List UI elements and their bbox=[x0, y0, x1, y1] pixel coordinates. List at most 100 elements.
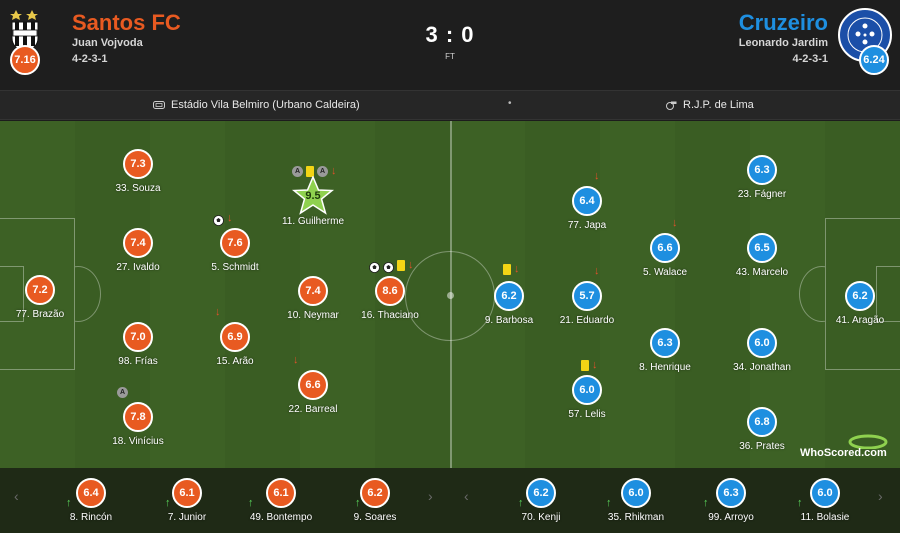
player-rating: 6.0 bbox=[572, 375, 602, 405]
player-rating: 6.3 bbox=[747, 155, 777, 185]
match-info-bar: Estádio Vila Belmiro (Urbano Caldeira) •… bbox=[0, 90, 900, 120]
away-team-name[interactable]: Cruzeiro bbox=[738, 10, 828, 35]
whoscored-brand: WhoScored bbox=[800, 447, 862, 459]
player-guilherme[interactable]: 9.5 11. Guilherme bbox=[263, 176, 363, 227]
away-goal-area bbox=[876, 266, 900, 322]
player-japa[interactable]: 6.4 77. Japa bbox=[537, 186, 637, 231]
player-prates[interactable]: 6.8 36. Prates bbox=[712, 407, 812, 452]
player-neymar[interactable]: 7.4 10. Neymar bbox=[263, 276, 363, 321]
player-walace[interactable]: 6.6 5. Walace bbox=[615, 233, 715, 278]
match-header: 7.16 Santos FC Juan Vojvoda 4-2-3-1 3 : … bbox=[0, 0, 900, 90]
player-thaciano[interactable]: 8.6 16. Thaciano bbox=[340, 276, 440, 321]
home-team-rating: 7.16 bbox=[10, 45, 40, 75]
away-formation: 4-2-3-1 bbox=[792, 53, 828, 65]
player-name: 49. Bontempo bbox=[249, 512, 313, 523]
player-rating: 6.8 bbox=[747, 407, 777, 437]
player-name: 34. Jonathan bbox=[733, 362, 791, 373]
player-vinicius[interactable]: 7.8 18. Vinícius bbox=[88, 402, 188, 447]
away-team-rating: 6.24 bbox=[859, 45, 889, 75]
player-events: A A ↓ bbox=[292, 166, 337, 177]
home-manager: Juan Vojvoda bbox=[72, 37, 143, 49]
sub-rhikman[interactable]: 6.0 35. Rhikman bbox=[591, 478, 681, 523]
sub-bontempo[interactable]: 6.1 49. Bontempo bbox=[236, 478, 326, 523]
player-name: 70. Kenji bbox=[521, 512, 561, 523]
player-events: ↓ bbox=[369, 259, 414, 273]
sub-on-icon: ↑ bbox=[248, 497, 254, 509]
player-events: ↓ bbox=[672, 218, 678, 229]
player-brazao[interactable]: 7.2 77. Brazão bbox=[0, 275, 90, 320]
player-name: 23. Fágner bbox=[737, 189, 787, 200]
santos-crest-icon[interactable] bbox=[10, 8, 40, 53]
goal-ball-icon bbox=[383, 260, 394, 273]
player-rating: 6.2 bbox=[494, 281, 524, 311]
info-separator: • bbox=[508, 98, 512, 109]
assist-icon: A bbox=[117, 387, 128, 398]
yellow-card-icon bbox=[306, 166, 314, 177]
home-subs-next-chevron-icon[interactable]: › bbox=[428, 488, 433, 504]
player-name: 8. Rincón bbox=[69, 512, 113, 523]
sub-off-icon: ↓ bbox=[227, 212, 233, 224]
player-name: 36. Prates bbox=[739, 441, 785, 452]
sub-off-icon: ↓ bbox=[408, 259, 414, 271]
yellow-card-icon bbox=[503, 264, 511, 275]
sub-arroyo[interactable]: 6.3 99. Arroyo bbox=[686, 478, 776, 523]
player-schmidt[interactable]: 7.6 5. Schmidt bbox=[185, 228, 285, 273]
player-souza[interactable]: 7.3 33. Souza bbox=[88, 149, 188, 194]
whoscored-suffix: .com bbox=[861, 447, 887, 459]
player-arao[interactable]: 6.9 15. Arão bbox=[185, 322, 285, 367]
player-jonathan[interactable]: 6.0 34. Jonathan bbox=[712, 328, 812, 373]
sub-on-icon: ↑ bbox=[165, 497, 171, 509]
sub-off-icon: ↓ bbox=[594, 170, 600, 182]
sub-off-icon: ↓ bbox=[514, 263, 520, 275]
player-events: ↓ bbox=[594, 171, 600, 182]
player-fagner[interactable]: 6.3 23. Fágner bbox=[712, 155, 812, 200]
player-events: ↓ bbox=[503, 264, 520, 275]
player-aragao[interactable]: 6.2 41. Aragão bbox=[810, 281, 900, 326]
player-events: ↓ bbox=[293, 355, 299, 366]
player-name: 5. Schmidt bbox=[211, 262, 259, 273]
player-name: 5. Walace bbox=[642, 267, 688, 278]
home-penalty-area bbox=[0, 218, 75, 370]
player-marcelo[interactable]: 6.5 43. Marcelo bbox=[712, 233, 812, 278]
home-goal-area bbox=[0, 266, 24, 322]
player-name: 8. Henrique bbox=[639, 362, 691, 373]
whoscored-logo[interactable]: WhoScored.com bbox=[800, 434, 895, 463]
player-rating: 7.4 bbox=[298, 276, 328, 306]
player-name: 33. Souza bbox=[115, 183, 161, 194]
away-subs-next-chevron-icon[interactable]: › bbox=[878, 488, 883, 504]
sub-junior[interactable]: 6.1 7. Junior bbox=[142, 478, 232, 523]
player-name: 22. Barreal bbox=[288, 404, 338, 415]
player-rating: 6.2 bbox=[360, 478, 390, 508]
player-henrique[interactable]: 6.3 8. Henrique bbox=[615, 328, 715, 373]
home-team-name[interactable]: Santos FC bbox=[72, 10, 181, 35]
center-spot bbox=[447, 292, 454, 299]
away-subs-prev-chevron-icon[interactable]: ‹ bbox=[464, 488, 469, 504]
player-name: 98. Frías bbox=[118, 356, 158, 367]
sub-soares[interactable]: 6.2 9. Soares bbox=[330, 478, 420, 523]
player-name: 18. Vinícius bbox=[112, 436, 164, 447]
sub-off-icon: ↓ bbox=[592, 359, 598, 371]
player-ivaldo[interactable]: 7.4 27. Ivaldo bbox=[88, 228, 188, 273]
sub-on-icon: ↑ bbox=[606, 497, 612, 509]
player-events: ↓ bbox=[594, 266, 600, 277]
yellow-card-icon bbox=[397, 260, 405, 271]
player-rating: 7.0 bbox=[123, 322, 153, 352]
sub-on-icon: ↑ bbox=[66, 497, 72, 509]
player-rating: 6.5 bbox=[747, 233, 777, 263]
player-barreal[interactable]: 6.6 22. Barreal bbox=[263, 370, 363, 415]
sub-kenji[interactable]: 6.2 70. Kenji bbox=[496, 478, 586, 523]
stadium-icon bbox=[153, 100, 165, 110]
sub-bolasie[interactable]: 6.0 11. Bolasie bbox=[780, 478, 870, 523]
sub-off-icon: ↓ bbox=[215, 306, 221, 318]
player-events: ↓ bbox=[581, 360, 598, 371]
player-eduardo[interactable]: 5.7 21. Eduardo bbox=[537, 281, 637, 326]
player-rating: 6.4 bbox=[572, 186, 602, 216]
player-barbosa[interactable]: 6.2 9. Barbosa bbox=[459, 281, 559, 326]
home-subs-prev-chevron-icon[interactable]: ‹ bbox=[14, 488, 19, 504]
player-lelis[interactable]: 6.0 57. Lelis bbox=[537, 375, 637, 420]
player-rating: 6.0 bbox=[747, 328, 777, 358]
player-name: 99. Arroyo bbox=[708, 512, 754, 523]
sub-rincon[interactable]: 6.4 8. Rincón bbox=[46, 478, 136, 523]
player-frias[interactable]: 7.0 98. Frías bbox=[88, 322, 188, 367]
player-name: 35. Rhikman bbox=[607, 512, 665, 523]
